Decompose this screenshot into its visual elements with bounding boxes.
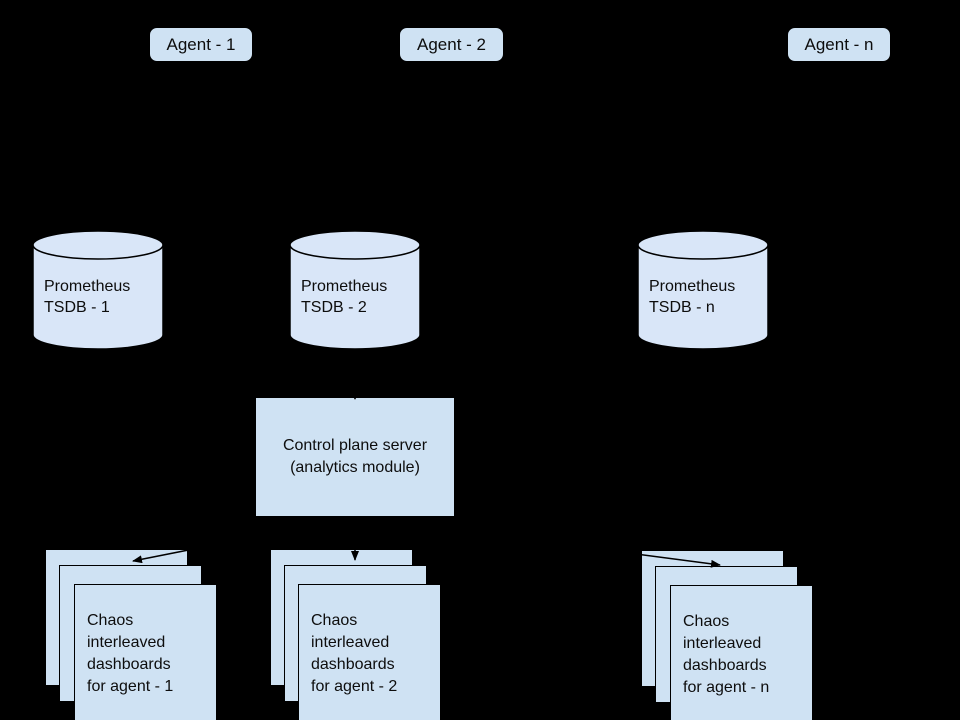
agent-1-box: Agent - 1 (149, 27, 253, 62)
stack-2-sheet-front: Chaos interleaved dashboards for agent -… (298, 584, 441, 720)
tsdb-1-cylinder (32, 230, 164, 350)
arrow-agent-2-to-tsdb-2 (359, 63, 452, 223)
tsdb-2-cylinder (289, 230, 421, 350)
arrow-agent-n-to-tsdb-n (709, 63, 840, 223)
tsdb-n-cylinder (637, 230, 769, 350)
agent-n-box: Agent - n (787, 27, 891, 62)
stack-1-sheet-front: Chaos interleaved dashboards for agent -… (74, 584, 217, 720)
tsdb-1-label: Prometheus TSDB - 1 (44, 278, 131, 316)
stack-n-sheet-front: Chaos interleaved dashboards for agent -… (670, 585, 813, 720)
tsdb-n-label: Prometheus TSDB - n (649, 278, 736, 316)
arrow-agent-1-to-tsdb-1 (119, 63, 202, 223)
tsdb-2-label: Prometheus TSDB - 2 (301, 278, 388, 316)
control-plane-server-box: Control plane server (analytics module) (255, 397, 455, 517)
agent-2-box: Agent - 2 (399, 27, 504, 62)
